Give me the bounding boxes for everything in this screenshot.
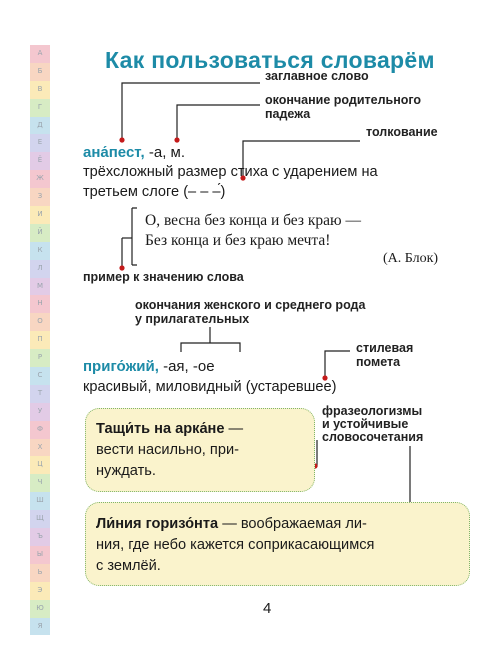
entry-prigozhiy: приго́жий, -ая, -ое — [83, 357, 215, 376]
box2-text: Ли́ния горизо́нта — воображаемая ли- ния… — [96, 514, 374, 577]
alphabet-letter: С — [30, 367, 50, 385]
pointer-genitive — [176, 104, 260, 140]
phrase-liniya: Ли́ния горизо́нта — [96, 516, 219, 532]
box1-text: Тащи́ть на арка́не — вести насильно, при… — [96, 419, 243, 482]
page-number: 4 — [263, 600, 272, 617]
alphabet-letter: Р — [30, 349, 50, 368]
label-genitive-line2: падежа — [265, 107, 311, 121]
definition-prigozhiy: красивый, миловидный (устаревшее) — [83, 379, 337, 395]
alphabet-letter: Э — [30, 581, 50, 600]
alphabet-letter: П — [30, 331, 50, 350]
definition-line1: трёхсложный размер стиха с ударением на — [83, 164, 378, 180]
headword-anapest: ана́пест, — [83, 144, 145, 161]
alphabet-letter: Я — [30, 617, 50, 636]
alphabet-letter: Ф — [30, 420, 50, 439]
alphabet-letter: Л — [30, 259, 50, 278]
alphabet-letter: Ж — [30, 170, 50, 189]
phrase-tashchit: Тащи́ть на арка́не — [96, 421, 225, 437]
label-endings-line1: окончания женского и среднего рода — [135, 298, 366, 312]
label-phraseo-line1: фразеологизмы — [322, 404, 423, 418]
alphabet-letter: Е — [30, 134, 50, 153]
box2-line1-rest: — воображаемая ли- — [218, 516, 367, 532]
alphabet-letter: Щ — [30, 510, 50, 529]
pointer-style — [324, 350, 350, 378]
label-style-line2: помета — [356, 355, 401, 369]
box1-line3: нуждать. — [96, 463, 156, 479]
alphabet-letter: В — [30, 80, 50, 99]
definition-line2: третьем слоге (– – –́) — [83, 184, 226, 200]
alphabet-letter: Ц — [30, 456, 50, 475]
label-headword: заглавное слово — [265, 69, 369, 83]
label-phraseo-line2: и устойчивые — [322, 417, 409, 431]
alphabet-letter: Ё — [30, 152, 50, 171]
phraseology-box-2 — [85, 502, 470, 586]
page-title: Как пользоваться словарём — [105, 47, 435, 73]
alphabet-letter: К — [30, 241, 50, 260]
alphabet-letter: Ш — [30, 492, 50, 511]
alphabet-letter: У — [30, 402, 50, 421]
alphabet-letter: Ы — [30, 545, 50, 564]
box2-line2: ния, где небо кажется соприкасающимся — [96, 537, 375, 553]
alphabet-letter: Г — [30, 98, 50, 117]
label-genitive-line1: окончание родительного — [265, 93, 422, 107]
alphabet-letter: М — [30, 277, 50, 296]
pointer-definition — [242, 140, 360, 178]
endings-prigozhiy: -ая, -ое — [158, 358, 215, 375]
pointer-headword — [121, 82, 260, 140]
label-endings-line2: у прилагательных — [135, 312, 250, 326]
alphabet-letter: О — [30, 313, 50, 332]
alphabet-letter: Ъ — [30, 528, 50, 546]
alphabet-letter: Н — [30, 295, 50, 314]
box1-line2: вести насильно, при- — [96, 442, 239, 458]
label-phraseo-line3: словосочетания — [322, 430, 424, 444]
pointer-phraseo-1 — [315, 440, 318, 467]
alphabet-letter: Ю — [30, 599, 50, 618]
verse-example: О, весна без конца и без краю — Без конц… — [145, 211, 361, 251]
phraseology-box-1 — [85, 408, 315, 492]
verse-line1: О, весна без конца и без краю — — [145, 212, 361, 229]
alphabet-letter: З — [30, 188, 50, 207]
alphabet-letter: А — [30, 45, 50, 63]
verse-author: (А. Блок) — [383, 251, 439, 266]
headword-prigozhiy: приго́жий, — [83, 358, 159, 375]
alphabet-letter: Ч — [30, 474, 50, 493]
entry-anapest: ана́пест, -а, м. — [83, 143, 185, 162]
alphabet-letter: Й — [30, 223, 50, 242]
label-example: пример к значению слова — [83, 270, 244, 284]
box2-line3: с землёй. — [96, 558, 161, 574]
box1-line1-rest: — — [224, 421, 244, 437]
alphabet-letter: Х — [30, 438, 50, 457]
genitive-ending-anapest: -а, м. — [144, 144, 186, 161]
alphabet-letter: Б — [30, 62, 50, 81]
alphabet-letter: Т — [30, 384, 50, 403]
label-definition: толкование — [366, 125, 438, 139]
label-style-line1: стилевая — [356, 341, 414, 355]
alphabet-letter: Д — [30, 116, 50, 135]
verse-line2: Без конца и без краю мечта! — [145, 232, 331, 249]
alphabet-letter: И — [30, 206, 50, 224]
alphabet-letter: Ь — [30, 563, 50, 582]
endings-bracket — [180, 342, 241, 352]
